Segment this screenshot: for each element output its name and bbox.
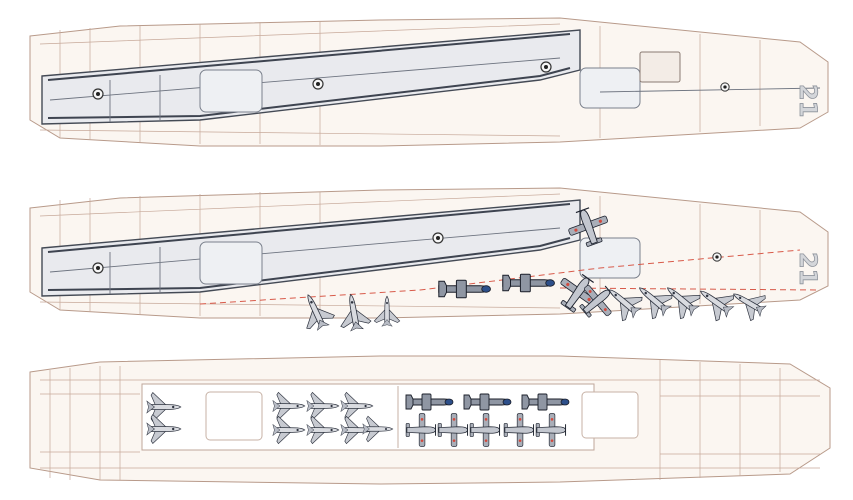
aft-lift xyxy=(579,237,641,279)
deck-marker xyxy=(312,78,324,90)
forward-lift xyxy=(199,69,263,113)
deck-marker xyxy=(712,252,722,262)
deck-marker xyxy=(720,82,730,92)
forward-lift-hatch xyxy=(205,391,263,441)
hull-number: 21 xyxy=(794,84,822,117)
aft-lift-hatch xyxy=(581,391,639,439)
deck-marker xyxy=(432,232,444,244)
red-guide-line xyxy=(559,287,821,291)
hull-number: 21 xyxy=(794,252,822,285)
angled-runway-edge xyxy=(47,33,571,119)
view-hangar-deck xyxy=(29,355,831,485)
forward-lift xyxy=(199,241,263,285)
aft-lift xyxy=(579,67,641,109)
runway-centerline xyxy=(49,57,561,122)
view-flight-deck-empty: 21 xyxy=(29,17,829,147)
angled-runway-edge xyxy=(47,203,571,291)
flight-deck-angled xyxy=(41,199,581,297)
hull-detail-lines xyxy=(40,360,820,480)
runway-centerline xyxy=(49,227,561,294)
deck-marker xyxy=(92,88,104,100)
deck-marker xyxy=(92,262,104,274)
deck-marker xyxy=(540,61,552,73)
island-superstructure xyxy=(639,51,681,83)
flight-deck-angled xyxy=(41,29,581,125)
straight-deck-line xyxy=(599,87,821,93)
view-flight-deck-with-aircraft: 21 xyxy=(29,187,829,335)
